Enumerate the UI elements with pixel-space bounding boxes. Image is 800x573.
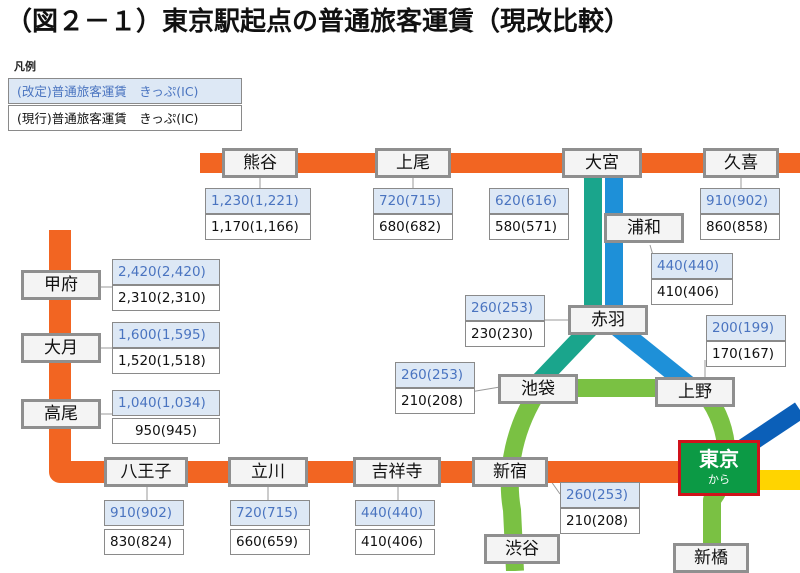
station-kofu[interactable]: 甲府 [21, 270, 101, 300]
page-title: （図２－１）東京駅起点の普通旅客運賃（現改比較） [6, 7, 631, 37]
fare-revised-hachioji: 910(902) [104, 500, 184, 526]
legend-current: (現行)普通旅客運賃 きっぷ(IC) [8, 105, 242, 131]
station-kichijoji[interactable]: 吉祥寺 [353, 457, 441, 487]
station-urawa[interactable]: 浦和 [604, 213, 684, 243]
fare-current-urawa: 410(406) [651, 279, 733, 305]
fare-revised-akabane: 260(253) [465, 295, 545, 321]
fare-current-takao: 950(945) [112, 418, 220, 444]
station-otsuki[interactable]: 大月 [21, 333, 101, 363]
station-shinjuku[interactable]: 新宿 [472, 457, 548, 487]
fare-revised-ageo: 720(715) [373, 188, 453, 214]
fare-current-tachikawa: 660(659) [230, 529, 310, 555]
station-kuki[interactable]: 久喜 [703, 148, 779, 178]
fare-revised-urawa: 440(440) [651, 253, 733, 279]
station-takao[interactable]: 高尾 [21, 399, 101, 429]
fare-current-kumagaya: 1,170(1,166) [205, 214, 311, 240]
station-ikebukuro[interactable]: 池袋 [498, 374, 578, 404]
tokyo-label: 東京 [699, 447, 739, 471]
legend-heading: 凡例 [14, 60, 36, 73]
station-kumagaya[interactable]: 熊谷 [222, 148, 298, 178]
fare-current-kuki: 860(858) [700, 214, 780, 240]
fare-revised-ikebukuro: 260(253) [395, 362, 475, 388]
legend-revised: (改定)普通旅客運賃 きっぷ(IC) [8, 78, 242, 104]
station-akabane[interactable]: 赤羽 [568, 305, 648, 335]
fare-revised-kofu: 2,420(2,420) [112, 259, 220, 285]
fare-current-kofu: 2,310(2,310) [112, 285, 220, 311]
station-tachikawa[interactable]: 立川 [228, 457, 308, 487]
fare-current-ikebukuro: 210(208) [395, 388, 475, 414]
fare-revised-kuki: 910(902) [700, 188, 780, 214]
station-tokyo-origin[interactable]: 東京 から [678, 440, 760, 496]
fare-current-shinjuku: 210(208) [560, 508, 640, 534]
fare-revised-takao: 1,040(1,034) [112, 390, 220, 416]
fare-current-otsuki: 1,520(1,518) [112, 348, 220, 374]
fare-revised-tachikawa: 720(715) [230, 500, 310, 526]
fare-current-akabane: 230(230) [465, 321, 545, 347]
fare-current-hachioji: 830(824) [104, 529, 184, 555]
fare-revised-kichijoji: 440(440) [355, 500, 435, 526]
fare-current-ueno: 170(167) [706, 341, 786, 367]
fare-revised-kumagaya: 1,230(1,221) [205, 188, 311, 214]
fare-revised-omiya: 620(616) [489, 188, 569, 214]
fare-revised-ueno: 200(199) [706, 315, 786, 341]
station-hachioji[interactable]: 八王子 [104, 457, 188, 487]
station-shibuya[interactable]: 渋谷 [484, 534, 560, 564]
fare-current-ageo: 680(682) [373, 214, 453, 240]
fare-revised-otsuki: 1,600(1,595) [112, 322, 220, 348]
fare-current-omiya: 580(571) [489, 214, 569, 240]
station-shimbashi[interactable]: 新橋 [673, 543, 749, 573]
station-ageo[interactable]: 上尾 [375, 148, 451, 178]
station-omiya[interactable]: 大宮 [562, 148, 642, 178]
tokyo-sub-label: から [708, 473, 730, 486]
fare-current-kichijoji: 410(406) [355, 529, 435, 555]
station-ueno[interactable]: 上野 [655, 377, 735, 407]
fare-revised-shinjuku: 260(253) [560, 482, 640, 508]
